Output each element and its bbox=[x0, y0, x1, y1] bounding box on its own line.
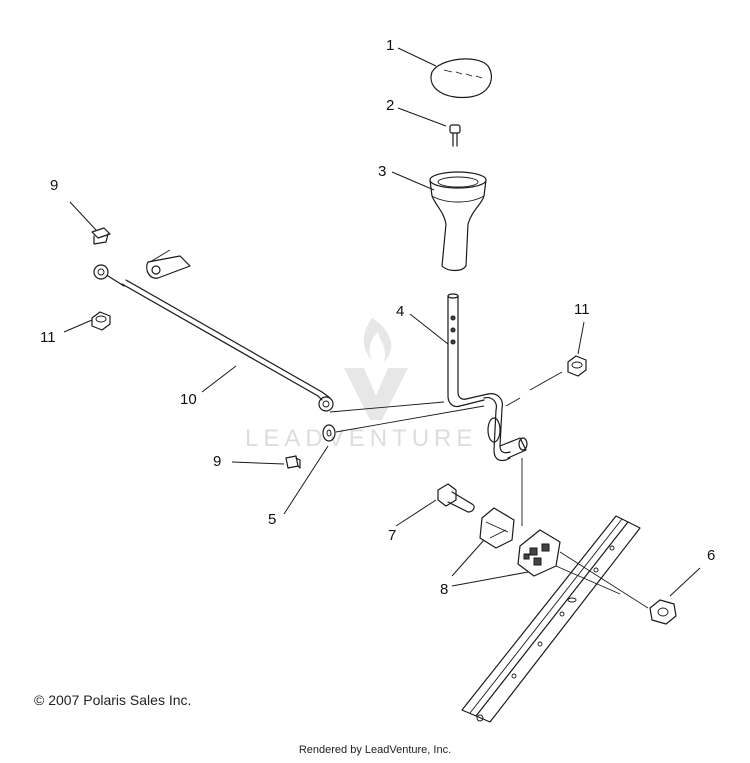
watermark-logo: LEADVENTURE bbox=[245, 318, 477, 452]
rod-mount-bracket bbox=[146, 249, 191, 279]
leader-lines bbox=[63, 47, 701, 609]
callout-5: 5 bbox=[268, 511, 276, 528]
part-4-shift-lever bbox=[447, 293, 528, 462]
part-3-shift-knob bbox=[429, 171, 487, 272]
watermark-text: LEADVENTURE bbox=[245, 425, 477, 452]
callout-9-upper: 9 bbox=[50, 177, 58, 194]
callout-6: 6 bbox=[707, 547, 715, 564]
part-10-linkage-rod bbox=[93, 264, 334, 412]
callout-1: 1 bbox=[386, 37, 394, 54]
part-11-right-nut bbox=[567, 355, 587, 377]
callout-9-lower: 9 bbox=[213, 453, 221, 470]
rendered-by-credit: Rendered by LeadVenture, Inc. bbox=[298, 744, 452, 756]
part-1-knob-cap bbox=[430, 58, 492, 99]
part-7-bolt bbox=[437, 483, 475, 513]
part-11-left-nut bbox=[91, 311, 111, 331]
callout-4: 4 bbox=[396, 303, 404, 320]
callout-3: 3 bbox=[378, 163, 386, 180]
frame-rail bbox=[461, 515, 641, 723]
part-9-upper-bolt bbox=[91, 227, 111, 245]
copyright-notice: © 2007 Polaris Sales Inc. bbox=[34, 692, 192, 708]
part-9-lower-bolt bbox=[285, 455, 301, 469]
callout-11-left: 11 bbox=[40, 329, 56, 346]
callout-labels: 1 2 3 4 5 6 7 8 9 9 10 11 11 bbox=[40, 37, 715, 598]
part-5-washer bbox=[322, 424, 336, 442]
part-6-nut bbox=[649, 599, 677, 625]
callout-11-right: 11 bbox=[574, 301, 590, 318]
part-2-screw bbox=[449, 124, 461, 147]
callout-7: 7 bbox=[388, 527, 396, 544]
part-8-bushings bbox=[479, 507, 561, 577]
callout-10: 10 bbox=[180, 391, 197, 408]
callout-8: 8 bbox=[440, 581, 448, 598]
callout-2: 2 bbox=[386, 97, 394, 114]
